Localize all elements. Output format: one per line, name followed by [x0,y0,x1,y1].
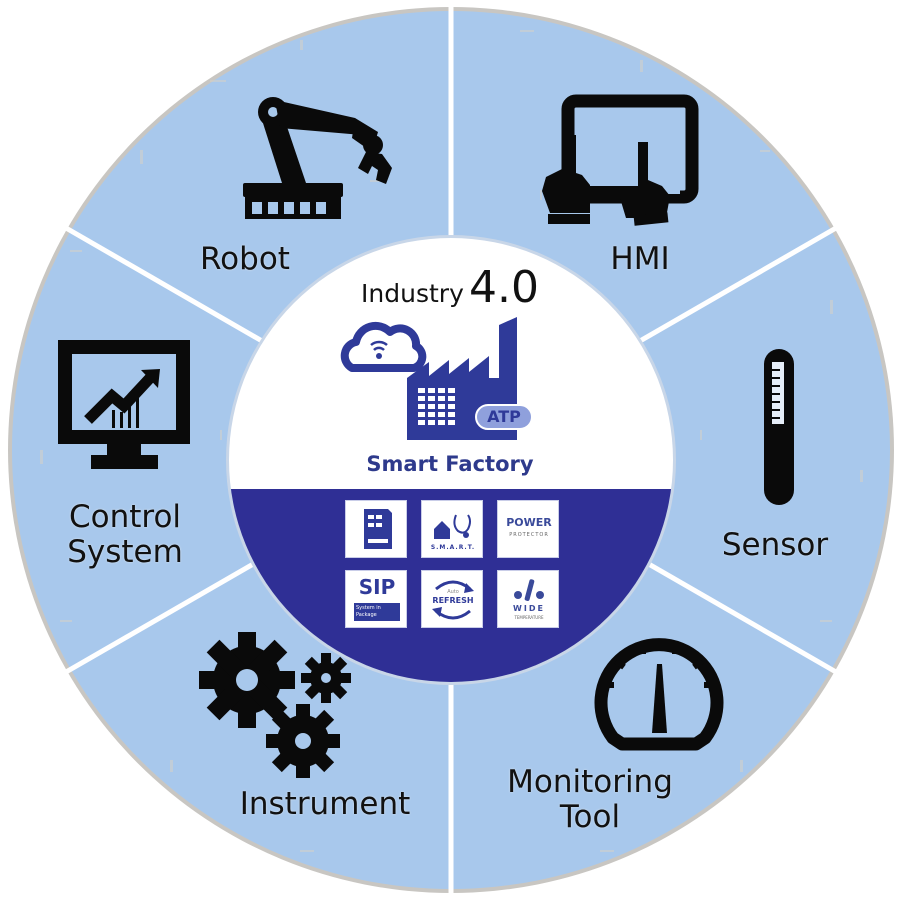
badge-sip: SIP System in Package [345,570,407,628]
monitoring-line1: Monitoring [507,764,673,800]
segment-label-robot: Robot [200,241,290,277]
wide-temperature-icon [514,579,544,601]
touchscreen-hands-icon [542,94,699,226]
badge-smart: S.M.A.R.T. [421,500,483,558]
texture-speckles [40,30,863,852]
badge-sip-text: SIP [358,575,396,599]
badge-wide-subtext: TEMPERATURE [514,615,544,620]
gears-icon [199,632,351,778]
badge-sd-card [345,500,407,558]
robotic-arm-icon [243,97,392,219]
sip-icon [354,603,400,621]
segment-label-monitoring: Monitoring Tool [470,765,710,834]
badge-refresh: Auto REFRESH [421,570,483,628]
monitor-chart-icon [58,340,190,469]
center-subtitle: Smart Factory [366,452,534,476]
segment-label-instrument: Instrument [239,786,411,822]
badge-power-subtext: PROTECTOR [509,532,549,538]
segment-label-sensor: Sensor [721,527,829,563]
monitoring-line2: Tool [559,798,621,835]
gauge-icon [594,638,724,751]
factory-logo-text: ATP [487,407,521,426]
sd-card-icon [364,509,392,549]
segment-label-hmi: HMI [610,241,670,277]
badge-power-text: POWER [506,516,552,529]
badge-wide: WIDE TEMPERATURE [497,570,559,628]
segment-label-control: Control System [35,500,215,569]
thermometer-sensor-icon [764,349,794,505]
control-line2: System [67,533,183,570]
title-word: Industry [361,279,464,308]
badge-refresh-subtext: Auto [447,589,459,595]
badge-wide-text: WIDE [513,604,545,613]
cloud-wifi-icon [340,321,427,372]
center-title: Industry 4.0 [330,262,570,313]
badge-power: POWER PROTECTOR [497,500,559,558]
stethoscope-drive-icon [434,514,471,539]
badge-refresh-text: REFRESH [432,596,474,605]
factory-icon [407,317,533,440]
refresh-arrows-icon [432,580,474,620]
title-version: 4.0 [468,262,539,313]
badge-smart-text: S.M.A.R.T. [430,544,476,551]
power-protector-icon [498,501,560,559]
badge-sip-subtext: System in Package [356,605,381,618]
control-line1: Control [68,499,182,535]
